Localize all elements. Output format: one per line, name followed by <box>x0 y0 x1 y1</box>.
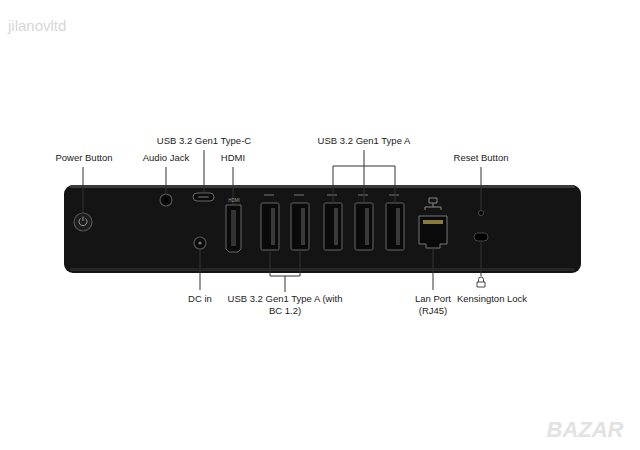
usb-symbol <box>264 195 399 196</box>
part-label: Power Button <box>39 152 129 164</box>
part-label: HDMI <box>213 152 253 164</box>
usb-a-port <box>386 203 404 250</box>
watermark: jilanovltd <box>8 16 128 36</box>
hdmi-tongue <box>231 210 236 246</box>
leader-bracket <box>333 150 395 203</box>
leader-line <box>166 167 167 194</box>
usb-a-port <box>291 203 309 250</box>
lan-port <box>419 198 447 248</box>
part-label: Kensington Lock <box>447 293 537 305</box>
leader-line <box>481 167 482 210</box>
lock-icon <box>477 277 485 287</box>
dc-pin <box>198 241 201 244</box>
leader-line <box>83 167 84 212</box>
leader-line <box>433 248 434 290</box>
usb-a-port <box>261 203 279 250</box>
usb-c-port <box>193 193 214 201</box>
usb-a-tongue <box>396 208 400 245</box>
watermark: BAZAR <box>530 416 640 445</box>
usb-a-ports <box>261 195 404 250</box>
usb-a-tongue <box>365 208 369 245</box>
reset-hole <box>479 211 484 216</box>
part-label: USB 3.2 Gen1 Type-C <box>144 135 264 147</box>
usb-c-tongue <box>198 196 209 198</box>
hdmi-port <box>226 205 241 252</box>
device-body <box>64 185 581 273</box>
leader-line <box>204 150 205 192</box>
part-label: USB 3.2 Gen1 Type A <box>304 135 424 147</box>
part-label: USB 3.2 Gen1 Type A (with BC 1.2) <box>228 293 343 318</box>
audio-jack-hole <box>164 198 169 203</box>
port-marking: HDMI <box>224 198 244 204</box>
device-bottom-edge <box>70 268 575 271</box>
network-icon <box>425 198 441 210</box>
dc-jack <box>194 237 206 249</box>
part-label: Audio Jack <box>131 152 201 164</box>
power-icon <box>83 217 84 222</box>
usb-a-tongue <box>271 208 275 245</box>
leader-line <box>200 249 201 290</box>
usb-a-tongue <box>334 208 338 245</box>
power-button <box>74 213 92 231</box>
audio-jack <box>160 194 172 206</box>
kensington-slot <box>474 233 488 241</box>
rj45-socket <box>419 216 447 248</box>
leader-line <box>481 241 482 276</box>
usb-a-port <box>324 203 342 250</box>
part-label: Lan Port (RJ45) <box>408 293 458 318</box>
leader-lines <box>83 150 481 292</box>
device-top-edge <box>70 185 575 188</box>
usb-a-tongue <box>301 208 305 245</box>
part-label: Reset Button <box>441 152 521 164</box>
part-label: DC in <box>180 293 220 305</box>
rj45-contacts <box>423 220 443 224</box>
usb-a-port <box>355 203 373 250</box>
leader-bracket <box>270 250 300 292</box>
